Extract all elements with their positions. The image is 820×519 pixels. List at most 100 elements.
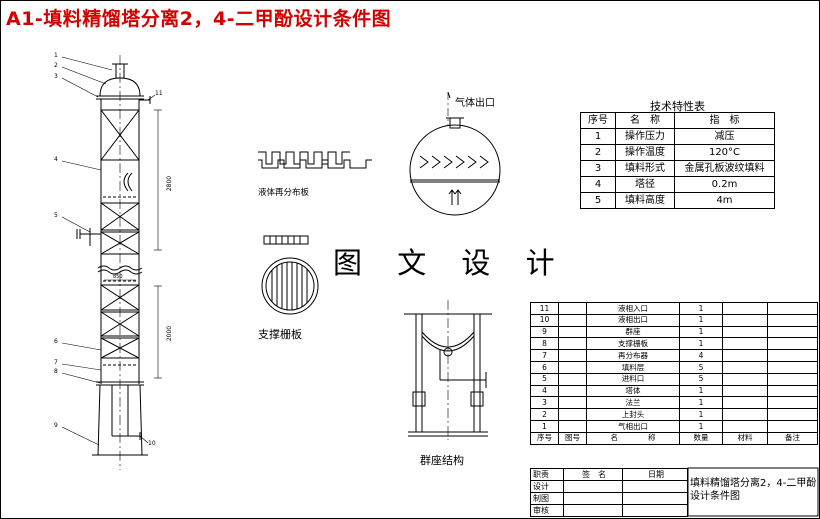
table-cell — [767, 349, 818, 362]
table-cell: 群座 — [586, 325, 680, 339]
table-cell: 填料形式 — [615, 160, 675, 177]
table-cell: 1 — [679, 313, 723, 327]
table-cell — [722, 313, 768, 327]
table-cell: 8 — [530, 337, 559, 351]
table-cell — [722, 396, 768, 410]
callout-9: 9 — [54, 422, 58, 429]
table-cell — [767, 372, 818, 386]
table-cell — [558, 384, 587, 398]
table-cell: 填料层 — [586, 360, 680, 374]
table-cell: 上封头 — [586, 408, 680, 421]
table-cell: 审核 — [530, 504, 564, 517]
table-cell — [558, 313, 587, 327]
table-cell — [767, 408, 818, 421]
table-cell — [558, 396, 587, 410]
table-cell — [622, 504, 688, 517]
redistributor-plate-label: 液体再分布板 — [258, 188, 310, 198]
table-cell: 支撑栅板 — [586, 337, 680, 351]
table-cell: 操作温度 — [615, 144, 675, 161]
table-cell — [722, 360, 768, 374]
table-cell — [722, 372, 768, 386]
table-cell: 再分布器 — [586, 349, 680, 362]
table-cell — [722, 349, 768, 362]
callout-3: 3 — [54, 73, 58, 80]
table-cell: 5 — [679, 360, 723, 374]
header-cell: 数量 — [679, 431, 723, 445]
table-cell — [558, 302, 587, 315]
table-cell — [722, 384, 768, 398]
table-cell — [722, 419, 768, 433]
callout-5: 5 — [54, 212, 58, 219]
dimension-2800: 2800 — [166, 175, 174, 192]
drawing-title: A1-填料精馏塔分离2，4-二甲酚设计条件图 — [6, 8, 392, 30]
callout-11: 11 — [155, 90, 163, 97]
skirt-structure-drawing — [404, 300, 492, 440]
support-grid-label: 支撑栅板 — [258, 328, 302, 341]
header-cell: 名 称 — [615, 112, 675, 129]
table-row: 审核 — [530, 504, 688, 517]
table-cell — [563, 504, 623, 517]
dimension-2000: 2000 — [166, 325, 174, 342]
table-cell: 2 — [580, 144, 616, 161]
table-cell — [558, 419, 587, 433]
table-cell — [622, 480, 688, 493]
table-cell — [767, 313, 818, 327]
table-cell — [722, 302, 768, 315]
table-cell — [722, 337, 768, 351]
table-cell: 6 — [530, 360, 559, 374]
table-cell: 4 — [580, 176, 616, 193]
header-cell: 备注 — [767, 431, 818, 445]
table-cell: 塔体 — [586, 384, 680, 398]
table-cell — [722, 408, 768, 421]
table-cell: 制图 — [530, 492, 564, 505]
tech-table-title: 技术特性表 — [650, 100, 705, 113]
watermark-text: 图 文 设 计 — [333, 246, 568, 280]
table-cell — [558, 337, 587, 351]
tower-column — [61, 55, 162, 470]
table-cell: 塔径 — [615, 176, 675, 193]
table-cell: 4 — [530, 384, 559, 398]
header-cell: 序号 — [530, 431, 559, 445]
table-row: 设计 — [530, 480, 688, 493]
table-cell — [558, 325, 587, 339]
table-cell: 7 — [530, 349, 559, 362]
header-name-part2: 称 — [648, 433, 656, 443]
table-cell — [558, 360, 587, 374]
table-cell: 1 — [679, 325, 723, 339]
callout-2: 2 — [54, 62, 58, 69]
callout-1: 1 — [54, 52, 58, 59]
table-cell: 4 — [679, 349, 723, 362]
header-cell: 材料 — [722, 431, 768, 445]
table-cell — [767, 360, 818, 374]
table-header-row: 序号 图号 名 称 数量 材料 备注 — [530, 431, 818, 445]
table-cell — [558, 372, 587, 386]
table-cell: 1 — [679, 408, 723, 421]
header-cell: 名 称 — [586, 431, 680, 445]
header-name-part1: 名 — [610, 433, 619, 443]
callout-8: 8 — [54, 368, 58, 375]
table-cell: 2 — [530, 408, 559, 421]
table-cell — [767, 419, 818, 433]
table-cell: 1 — [580, 128, 616, 145]
table-cell: 填料高度 — [615, 192, 675, 209]
table-cell — [563, 480, 623, 493]
callout-7: 7 — [54, 359, 58, 366]
header-cell: 图号 — [558, 431, 587, 445]
table-cell: 1 — [679, 337, 723, 351]
table-cell — [563, 492, 623, 505]
table-cell — [767, 325, 818, 339]
table-cell: 减压 — [674, 128, 775, 145]
table-cell: 操作压力 — [615, 128, 675, 145]
